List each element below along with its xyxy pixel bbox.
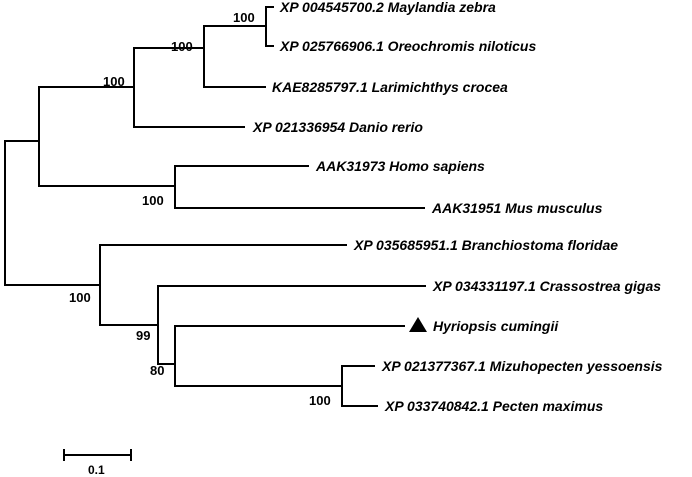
scale-bar-label: 0.1 <box>88 463 105 477</box>
support-value-molluscs: 99 <box>136 328 150 343</box>
support-value-maylandia-oreochromis: 100 <box>233 10 255 25</box>
triangle-marker-icon <box>409 317 427 332</box>
taxon-label-pecten: XP 033740842.1 Pecten maximus <box>384 398 603 414</box>
taxon-label-branchiostoma: XP 035685951.1 Branchiostoma floridae <box>353 237 618 253</box>
taxon-label-danio: XP 021336954 Danio rerio <box>252 119 423 135</box>
taxon-label-oreochromis: XP 025766906.1 Oreochromis niloticus <box>279 38 536 54</box>
taxon-label-crassostrea: XP 034331197.1 Crassostrea gigas <box>432 278 661 294</box>
taxon-label-hyriopsis: Hyriopsis cumingii <box>433 318 559 334</box>
taxon-label-larimichthys: KAE8285797.1 Larimichthys crocea <box>272 79 508 95</box>
support-value-invertebrates: 100 <box>69 290 91 305</box>
taxon-label-homo: AAK31973 Homo sapiens <box>315 158 485 174</box>
taxon-label-maylandia: XP 004545700.2 Maylandia zebra <box>279 0 496 15</box>
support-value-mammals: 100 <box>142 193 164 208</box>
taxon-label-mizuhopecten: XP 021377367.1 Mizuhopecten yessoensis <box>381 358 663 374</box>
support-value-hyriopsis-scallops: 80 <box>150 363 164 378</box>
support-value-fish: 100 <box>103 74 125 89</box>
scale-bar: 0.1 <box>63 449 132 477</box>
taxon-label-mus: AAK31951 Mus musculus <box>431 200 603 216</box>
support-value-cichlid-larimichthys: 100 <box>171 39 193 54</box>
support-value-scallops: 100 <box>309 393 331 408</box>
